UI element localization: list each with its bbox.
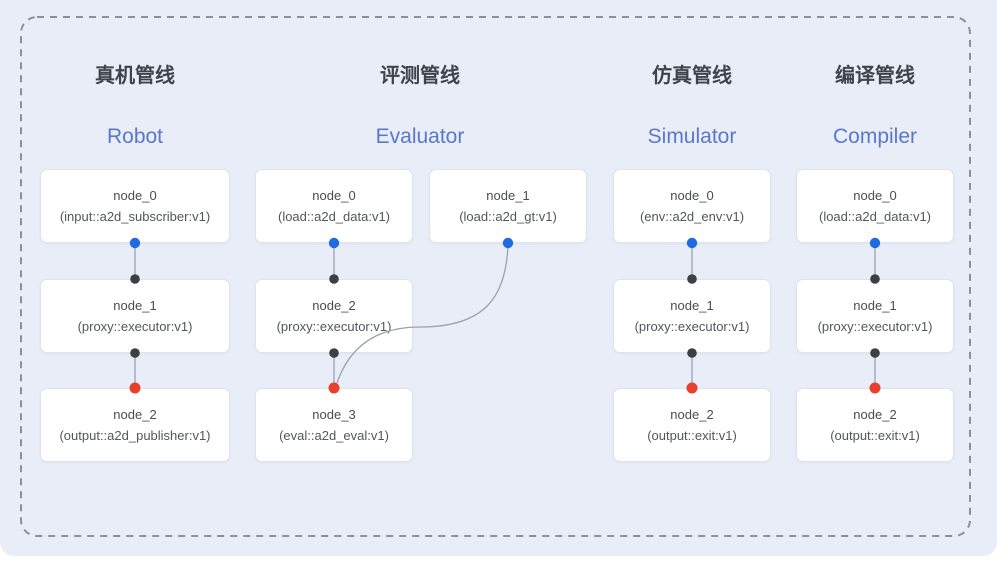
node-impl: (load::a2d_data:v1) [277, 208, 391, 224]
node-impl: (proxy::executor:v1) [634, 318, 750, 334]
evaluator-node-0-box[interactable]: node_0 (load::a2d_data:v1) [255, 169, 413, 243]
pipeline-title-zh-evaluator: 评测管线 [380, 65, 460, 87]
node-impl: (output::exit:v1) [647, 427, 737, 443]
node-name: node_1 [670, 297, 714, 313]
node-name: node_0 [113, 187, 157, 203]
node-name: node_2 [113, 406, 157, 422]
node-name: node_0 [670, 187, 714, 203]
node-impl: (load::a2d_data:v1) [818, 208, 932, 224]
pipeline-title-zh-robot: 真机管线 [95, 65, 175, 87]
node-impl: (output::exit:v1) [830, 427, 920, 443]
node-name: node_2 [312, 297, 356, 313]
evaluator-node-3-box[interactable]: node_3 (eval::a2d_eval:v1) [255, 388, 413, 462]
node-impl: (proxy::executor:v1) [817, 318, 933, 334]
node-name: node_2 [670, 406, 714, 422]
node-impl: (eval::a2d_eval:v1) [279, 427, 389, 443]
simulator-node-2-box[interactable]: node_2 (output::exit:v1) [613, 388, 771, 462]
compiler-node-1-box[interactable]: node_1 (proxy::executor:v1) [796, 279, 954, 353]
simulator-node-1-box[interactable]: node_1 (proxy::executor:v1) [613, 279, 771, 353]
compiler-node-0-box[interactable]: node_0 (load::a2d_data:v1) [796, 169, 954, 243]
node-impl: (proxy::executor:v1) [77, 318, 193, 334]
node-name: node_1 [853, 297, 897, 313]
pipeline-title-en-robot: Robot [106, 125, 164, 148]
simulator-node-0-box[interactable]: node_0 (env::a2d_env:v1) [613, 169, 771, 243]
robot-node-1-box[interactable]: node_1 (proxy::executor:v1) [40, 279, 230, 353]
node-impl: (proxy::executor:v1) [276, 318, 392, 334]
pipeline-title-zh-compiler: 编译管线 [835, 65, 915, 87]
pipeline-title-en-compiler: Compiler [832, 125, 918, 148]
evaluator-node-1-box[interactable]: node_1 (load::a2d_gt:v1) [429, 169, 587, 243]
robot-node-2-box[interactable]: node_2 (output::a2d_publisher:v1) [40, 388, 230, 462]
node-impl: (load::a2d_gt:v1) [459, 208, 557, 224]
node-name: node_0 [312, 187, 356, 203]
robot-node-0-box[interactable]: node_0 (input::a2d_subscriber:v1) [40, 169, 230, 243]
node-name: node_3 [312, 406, 356, 422]
node-impl: (output::a2d_publisher:v1) [59, 427, 211, 443]
node-name: node_1 [486, 187, 530, 203]
node-name: node_2 [853, 406, 897, 422]
evaluator-node-2-box[interactable]: node_2 (proxy::executor:v1) [255, 279, 413, 353]
node-impl: (input::a2d_subscriber:v1) [59, 208, 211, 224]
compiler-node-2-box[interactable]: node_2 (output::exit:v1) [796, 388, 954, 462]
node-impl: (env::a2d_env:v1) [639, 208, 745, 224]
node-name: node_0 [853, 187, 897, 203]
pipeline-title-en-evaluator: Evaluator [375, 125, 465, 148]
node-name: node_1 [113, 297, 157, 313]
